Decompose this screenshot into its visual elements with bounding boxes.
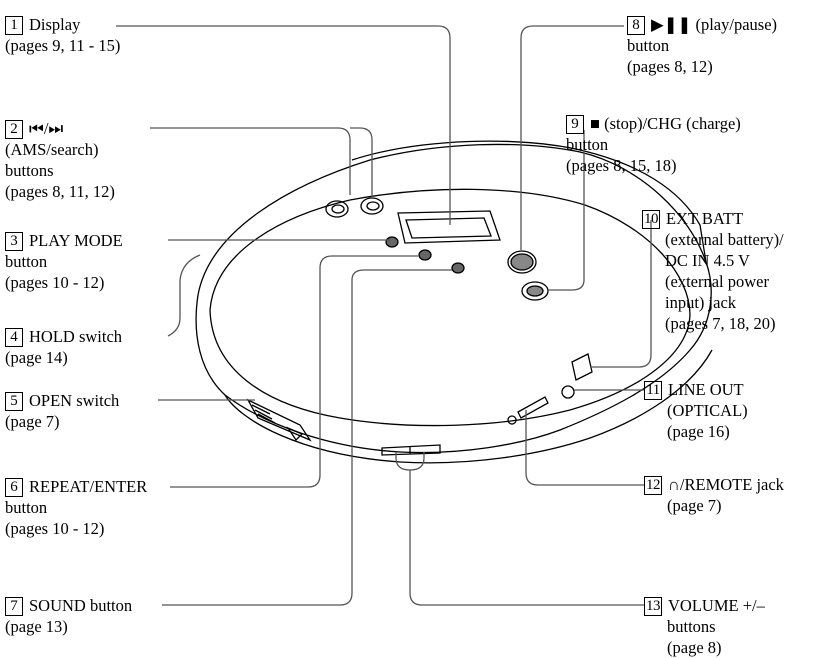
leader-1 (116, 25, 451, 225)
leader-2 (150, 127, 351, 195)
leader-8 (520, 25, 624, 250)
line-out-jack (561, 385, 575, 399)
stop-button (521, 281, 549, 301)
label-play-pause: 8▶❚❚ (play/pause) button (pages 8, 12) (627, 15, 778, 76)
repeat-button (418, 249, 432, 261)
leader-9 (548, 130, 585, 291)
display-window (397, 210, 501, 244)
player-lid (209, 188, 691, 427)
player-top-lip (351, 140, 707, 263)
player-body-outline (195, 143, 712, 454)
play-mode-button (385, 236, 399, 248)
leader-4 (167, 254, 201, 337)
label-ams: 2⏮/⏭ (AMS/search) buttons (pages 8, 11, … (5, 119, 115, 201)
player-base-edge (224, 349, 713, 464)
open-switch (246, 398, 312, 442)
remote-jack (517, 396, 549, 419)
ext-batt-jack (571, 353, 593, 381)
leader-6 (170, 255, 418, 488)
leader-10 (590, 220, 652, 368)
sound-button (451, 262, 465, 274)
label-remote: 12∩/REMOTE jack (page 7) (644, 475, 784, 515)
leader-12 (525, 410, 644, 486)
player-illustration (116, 25, 713, 606)
play-pause-button (507, 250, 537, 274)
leader-7 (162, 269, 452, 606)
leader-13 (409, 470, 644, 606)
volume-buttons (381, 444, 441, 456)
label-stop: 9■ (stop)/CHG (charge) button (pages 8, … (566, 114, 741, 175)
